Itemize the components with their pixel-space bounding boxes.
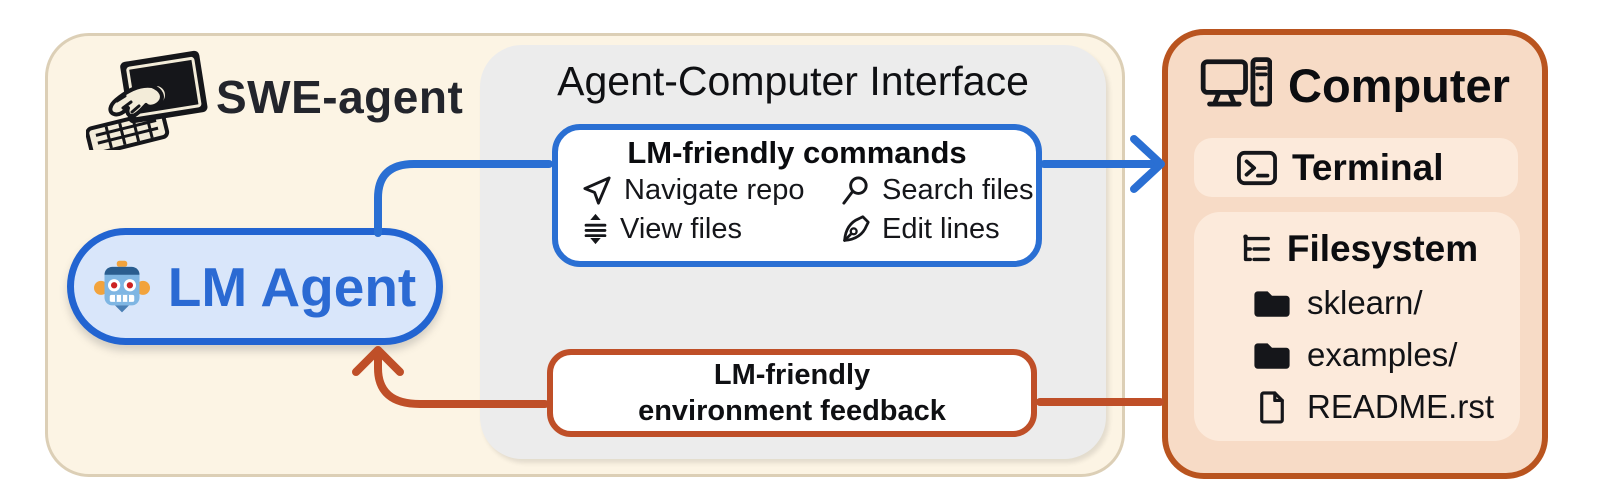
command-item-search-files: Search files bbox=[840, 174, 1036, 207]
search-icon bbox=[842, 176, 868, 205]
lm-agent-label: LM Agent bbox=[167, 255, 417, 318]
filesystem-entry-label: README.rst bbox=[1307, 388, 1495, 425]
filesystem-tree-icon bbox=[1243, 234, 1270, 262]
commands-grid: Navigate repo Search files View files bbox=[558, 171, 1036, 246]
folder-icon bbox=[1250, 339, 1294, 372]
filesystem-entry-label: sklearn/ bbox=[1307, 284, 1423, 321]
swe-agent-title: SWE-agent bbox=[216, 71, 464, 123]
feedback-line1: LM-friendly bbox=[713, 358, 871, 391]
command-label: Edit lines bbox=[882, 212, 1000, 245]
environment-feedback-box: LM-friendly environment feedback bbox=[547, 349, 1037, 437]
filesystem-entries: sklearn/ examples/ README.rst bbox=[1194, 277, 1520, 433]
command-label: Navigate repo bbox=[624, 174, 805, 206]
blue-arrowhead-icon bbox=[1130, 135, 1165, 193]
filesystem-entry-label: examples/ bbox=[1307, 336, 1458, 373]
filesystem-entry: sklearn/ bbox=[1250, 277, 1520, 329]
commands-title: LM-friendly commands bbox=[627, 135, 967, 170]
terminal-label: Terminal bbox=[1292, 146, 1444, 188]
filesystem-box: Filesystem sklearn/ examples/ bbox=[1194, 212, 1520, 441]
lm-agent-box: LM Agent bbox=[67, 228, 443, 345]
view-files-icon bbox=[584, 213, 607, 245]
computer-title: Computer bbox=[1288, 58, 1510, 112]
navigate-icon bbox=[583, 176, 611, 205]
folder-icon bbox=[1250, 287, 1294, 320]
aci-title: Agent-Computer Interface bbox=[557, 58, 1029, 104]
file-icon bbox=[1250, 390, 1294, 424]
command-label: Search files bbox=[882, 174, 1034, 206]
command-item-navigate-repo: Navigate repo bbox=[582, 174, 840, 207]
command-label: View files bbox=[620, 212, 742, 245]
edit-lines-icon bbox=[843, 214, 870, 242]
filesystem-entry: README.rst bbox=[1250, 381, 1520, 433]
command-item-view-files: View files bbox=[582, 212, 840, 246]
computer-icon bbox=[1200, 57, 1273, 107]
filesystem-entry: examples/ bbox=[1250, 329, 1520, 381]
feedback-line2: environment feedback bbox=[638, 395, 946, 427]
terminal-box: Terminal bbox=[1194, 138, 1518, 197]
computer-header: Computer bbox=[1162, 56, 1548, 114]
lm-friendly-commands-box: LM-friendly commands Navigate repo Searc… bbox=[552, 124, 1042, 267]
filesystem-title: Filesystem bbox=[1286, 228, 1479, 269]
command-item-edit-lines: Edit lines bbox=[840, 212, 1036, 246]
filesystem-header: Filesystem bbox=[1194, 228, 1520, 270]
robot-icon bbox=[93, 260, 150, 312]
swe-agent-logo-icon bbox=[86, 50, 208, 150]
terminal-icon bbox=[1237, 150, 1277, 185]
